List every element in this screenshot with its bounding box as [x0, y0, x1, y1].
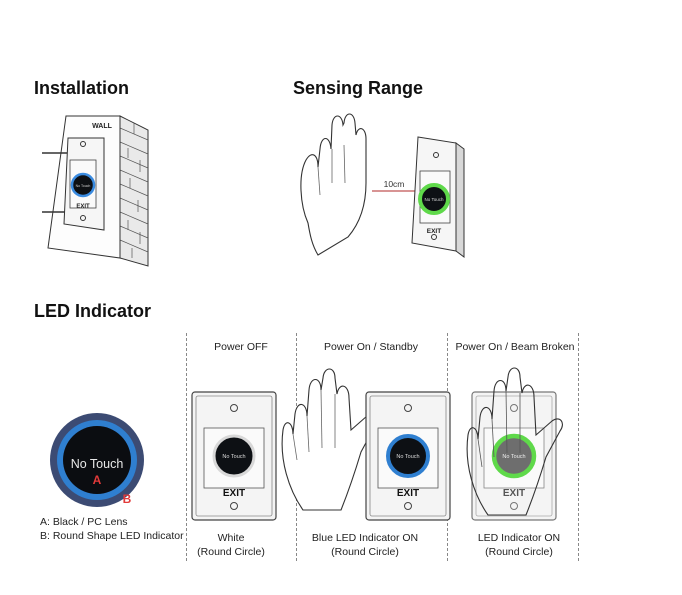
installation-heading: Installation — [34, 78, 130, 98]
panel-title-standby: Power On / Standby — [324, 341, 418, 353]
panel-title-power-off: Power OFF — [214, 341, 268, 353]
svg-text:No Touch: No Touch — [76, 184, 91, 188]
installation-illustration: No Touch WALL EXIT — [42, 115, 149, 267]
beam-broken-button-text: No Touch — [502, 454, 525, 460]
panel-title-beam-broken: Power On / Beam Broken — [455, 341, 575, 353]
lens-marker-a: A — [93, 473, 102, 487]
power-off-button-plate: No Touch EXIT — [191, 391, 277, 521]
lens-marker-b: B — [123, 492, 132, 506]
installation-wall-label: WALL — [92, 123, 113, 130]
panel-separator — [186, 333, 187, 561]
lens-closeup: No Touch A B — [50, 413, 144, 507]
beam-broken-exit-label: EXIT — [503, 488, 525, 499]
sensing-exit-label: EXIT — [427, 228, 441, 235]
lens-text: No Touch — [71, 457, 124, 471]
beam-broken-caption-line1: LED Indicator ON — [477, 532, 561, 544]
standby-exit-label: EXIT — [397, 488, 419, 499]
power-off-button-text: No Touch — [222, 454, 245, 460]
standby-caption-line1: Blue LED Indicator ON — [311, 532, 419, 544]
standby-button-plate: No Touch EXIT — [365, 391, 451, 521]
standby-caption-line2: (Round Circle) — [331, 546, 399, 558]
beam-broken-caption-line2: (Round Circle) — [485, 546, 553, 558]
power-off-caption-line2: (Round Circle) — [197, 546, 265, 558]
power-off-caption-line1: White — [217, 532, 245, 544]
beam-broken-hand-illustration — [466, 367, 563, 516]
sensing-button-text: No Touch — [425, 197, 444, 202]
power-off-exit-label: EXIT — [223, 488, 245, 499]
lens-legend-b: B: Round Shape LED Indicator — [40, 530, 184, 542]
installation-exit-label: EXIT — [76, 204, 90, 210]
led-indicator-heading: LED Indicator — [34, 301, 152, 321]
sensing-distance-label: 10cm — [384, 179, 405, 189]
sensing-range-illustration: 10cm No Touch EXIT — [300, 113, 465, 258]
lens-legend-a: A: Black / PC Lens — [40, 516, 128, 528]
sensing-range-heading: Sensing Range — [293, 78, 424, 98]
panel-separator — [578, 333, 579, 561]
standby-button-text: No Touch — [396, 454, 419, 460]
